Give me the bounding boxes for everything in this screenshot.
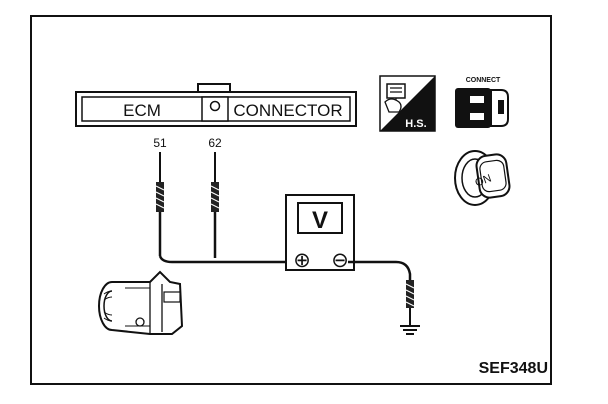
wire-to-positive: [158, 255, 296, 264]
probe-pin-51: [155, 152, 165, 256]
ignition-key-icon: ON: [454, 150, 511, 206]
ground-probe: [405, 280, 415, 326]
hs-label: H.S.: [405, 118, 426, 130]
diagram-frame: [30, 15, 552, 385]
hand-hs-icon: H.S.: [379, 75, 436, 132]
connector-latch-icon: [209, 100, 221, 112]
ecm-label: ECM: [123, 101, 161, 120]
pin-51-label: 51: [153, 136, 167, 150]
voltage-symbol: V: [312, 207, 328, 234]
pin-62-label: 62: [208, 136, 222, 150]
ground-icon: [400, 325, 420, 335]
wire-to-ground: [348, 260, 412, 280]
connect-label: CONNECT: [466, 77, 501, 84]
positive-terminal: ⊕: [293, 249, 311, 272]
figure-code: SEF348U: [479, 360, 548, 377]
connector-label: CONNECTOR: [233, 101, 342, 120]
voltmeter: V ⊕ ⊖: [285, 194, 355, 272]
sensor-component-icon: [98, 270, 184, 335]
connector-plug-icon: CONNECT: [455, 77, 509, 128]
ecm-connector: ECM CONNECTOR: [75, 83, 357, 127]
probe-pin-62: [210, 152, 220, 258]
ignition-on-label: ON: [474, 172, 494, 189]
negative-terminal: ⊖: [331, 249, 349, 272]
